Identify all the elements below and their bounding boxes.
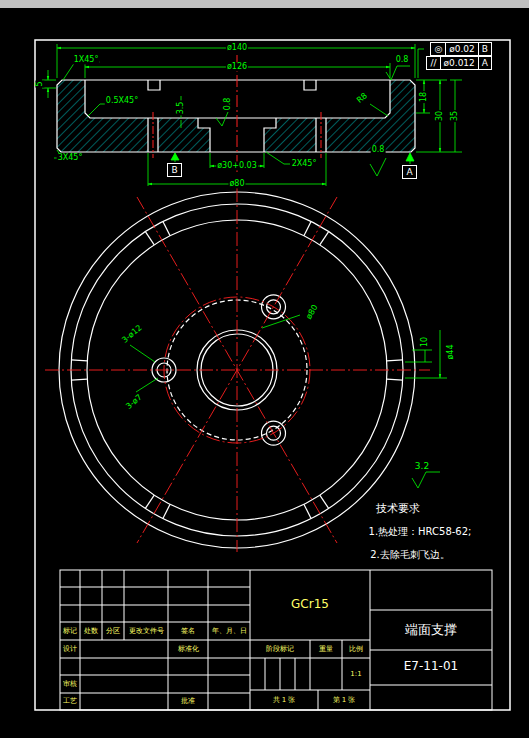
chamfer-note: 2X45° — [291, 159, 318, 168]
table-cell: 更改文件号 — [128, 627, 165, 635]
datum-box: B — [168, 163, 181, 177]
table-cell: 分区 — [105, 627, 121, 635]
dimension-text: ø80 — [228, 179, 245, 188]
title-block — [60, 570, 492, 710]
table-cell: 标准化 — [177, 645, 200, 653]
dimension-text: 18 — [419, 91, 428, 103]
notes-heading: 技术要求 — [375, 503, 421, 516]
table-cell: 年、月、日 — [211, 627, 248, 635]
roughness-value: 0.8 — [223, 97, 232, 112]
section-view — [57, 55, 415, 172]
dimensions — [42, 44, 462, 488]
table-cell: 比例 — [348, 645, 364, 653]
roughness-value: 0.8 — [371, 145, 386, 154]
dimension-text: 3.5 — [176, 101, 185, 116]
plan-view — [45, 188, 447, 552]
dimension-text: ø140 — [226, 43, 248, 52]
feature-control-frame: //ø0.012A — [427, 56, 492, 70]
chamfer-note: 3X45° — [57, 153, 84, 162]
table-cell: 审核 — [62, 680, 78, 688]
table-cell: 重量 — [318, 645, 334, 653]
table-cell: 批准 — [180, 697, 196, 705]
table-cell: 签名 — [180, 627, 196, 635]
dimension-text: 10 — [420, 336, 429, 348]
table-cell: 设计 — [62, 645, 78, 653]
drawing-frame — [35, 40, 510, 710]
material: GCr15 — [290, 598, 330, 612]
frame-cell: ◎ — [430, 42, 446, 56]
frame-cell: B — [478, 42, 492, 56]
frame-cell: A — [402, 165, 416, 179]
part-name: 端面支撑 — [404, 623, 458, 638]
feature-control-frame: ◎ø0.02B — [431, 42, 492, 56]
table-cell: 1:1 — [349, 670, 362, 678]
dimension-text: ø44 — [446, 343, 455, 360]
frame-cell: A — [478, 56, 492, 70]
datum-box: A — [403, 165, 416, 179]
dimension-text: 30 — [435, 110, 444, 122]
table-cell: 第 1 张 — [332, 696, 357, 704]
hole-callout: 3-ø7 — [123, 392, 144, 412]
note-text: 1.热处理：HRC58-62; — [368, 526, 473, 538]
note-text: 2.去除毛刺飞边。 — [369, 549, 451, 561]
dimension-text: R8 — [354, 90, 370, 105]
roughness-value: 3.2 — [414, 461, 430, 471]
dimension-text: ø30+0.03 — [216, 161, 258, 170]
frame-cell: ø0.012 — [440, 56, 479, 70]
roughness-value: 0.8 — [395, 55, 410, 64]
dimension-text: ø126 — [226, 62, 248, 71]
drawing-number: E7-11-01 — [403, 660, 459, 674]
chamfer-note: 0.5X45° — [105, 96, 139, 105]
frame-cell: ø0.02 — [445, 42, 479, 56]
frame-cell: B — [167, 163, 181, 177]
table-cell: 处数 — [83, 627, 99, 635]
hole-callout: 3-ø12 — [119, 322, 144, 345]
dimension-text: 35 — [450, 110, 459, 122]
table-cell: 工艺 — [62, 697, 78, 705]
dimension-text: 5 — [35, 80, 44, 87]
dimension-text: ø80 — [304, 302, 320, 321]
frame-cell: // — [426, 56, 440, 70]
table-cell: 阶段标记 — [265, 645, 295, 653]
table-cell: 共 1 张 — [272, 696, 297, 704]
chamfer-note: 1X45° — [73, 55, 100, 64]
table-cell: 标记 — [62, 627, 78, 635]
window-strip — [0, 0, 529, 8]
